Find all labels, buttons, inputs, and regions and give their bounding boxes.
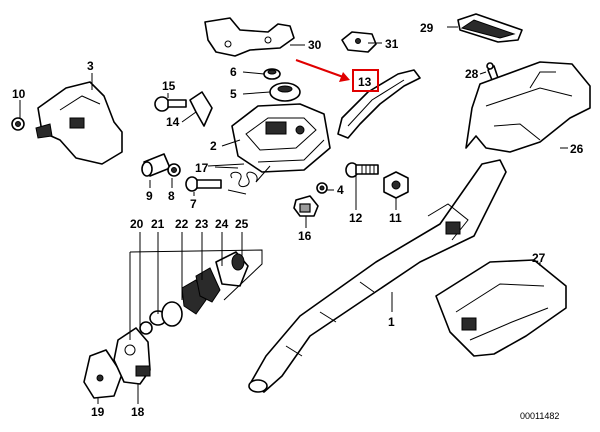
part-5-grommet — [269, 82, 301, 102]
label-25: 25 — [235, 217, 249, 231]
label-24: 24 — [215, 217, 229, 231]
label-3: 3 — [87, 59, 94, 73]
label-12: 12 — [349, 211, 363, 225]
label-9: 9 — [146, 189, 153, 203]
part-16-clip — [293, 195, 319, 217]
part-12-bolt — [345, 162, 379, 178]
leader-lines — [19, 26, 568, 404]
part-19-plate — [83, 349, 123, 399]
part-8-washer — [167, 163, 181, 177]
part-27-lower-shroud — [435, 259, 567, 357]
part-9-sleeve — [141, 153, 171, 177]
label-26: 26 — [570, 142, 584, 156]
part-3-mount-bracket — [35, 81, 123, 165]
label-28: 28 — [465, 67, 479, 81]
label-14: 14 — [166, 115, 180, 129]
label-8: 8 — [168, 189, 175, 203]
label-11: 11 — [389, 211, 402, 225]
part-30-bracket — [204, 17, 295, 57]
drawing-code: 00011482 — [520, 411, 559, 421]
label-27: 27 — [532, 251, 546, 265]
highlight-arrow — [295, 59, 347, 79]
label-18: 18 — [131, 405, 145, 419]
label-19: 19 — [91, 405, 105, 419]
part-number-labels: 1 2 3 4 5 6 7 8 9 10 11 12 13 14 15 16 1… — [12, 21, 584, 421]
label-15: 15 — [162, 79, 176, 93]
label-20: 20 — [130, 217, 144, 231]
part-2-housing — [231, 103, 331, 173]
part-14-clip — [189, 91, 213, 127]
label-21: 21 — [151, 217, 165, 231]
label-1: 1 — [388, 315, 395, 329]
part-10-bolt — [11, 117, 25, 131]
label-2: 2 — [210, 139, 217, 153]
label-13: 13 — [358, 75, 372, 89]
part-31-clip — [341, 31, 377, 53]
part-11-nut — [383, 171, 409, 199]
highlight-marker — [295, 59, 379, 92]
label-4: 4 — [337, 183, 344, 197]
part-29-pad — [457, 13, 523, 43]
highlight-arrowhead — [339, 72, 350, 82]
label-31: 31 — [385, 37, 399, 51]
label-10: 10 — [12, 87, 26, 101]
label-22: 22 — [175, 217, 189, 231]
part-6-bushing — [263, 68, 281, 80]
label-16: 16 — [298, 229, 312, 243]
part-17-spring — [207, 163, 271, 195]
part-18-lock — [113, 327, 151, 385]
label-17: 17 — [195, 161, 209, 175]
label-23: 23 — [195, 217, 209, 231]
label-30: 30 — [308, 38, 322, 52]
part-26-upper-shroud — [465, 61, 591, 153]
part-4-nut — [316, 182, 328, 194]
label-29: 29 — [420, 21, 434, 35]
part-15-bolt — [154, 96, 187, 112]
highlight-box — [352, 69, 379, 92]
part-7-bolt — [185, 176, 222, 192]
label-5: 5 — [230, 87, 237, 101]
label-7: 7 — [190, 197, 197, 211]
part-13-lever — [337, 69, 421, 139]
part-1-column-tube — [248, 159, 507, 393]
label-6: 6 — [230, 65, 237, 79]
